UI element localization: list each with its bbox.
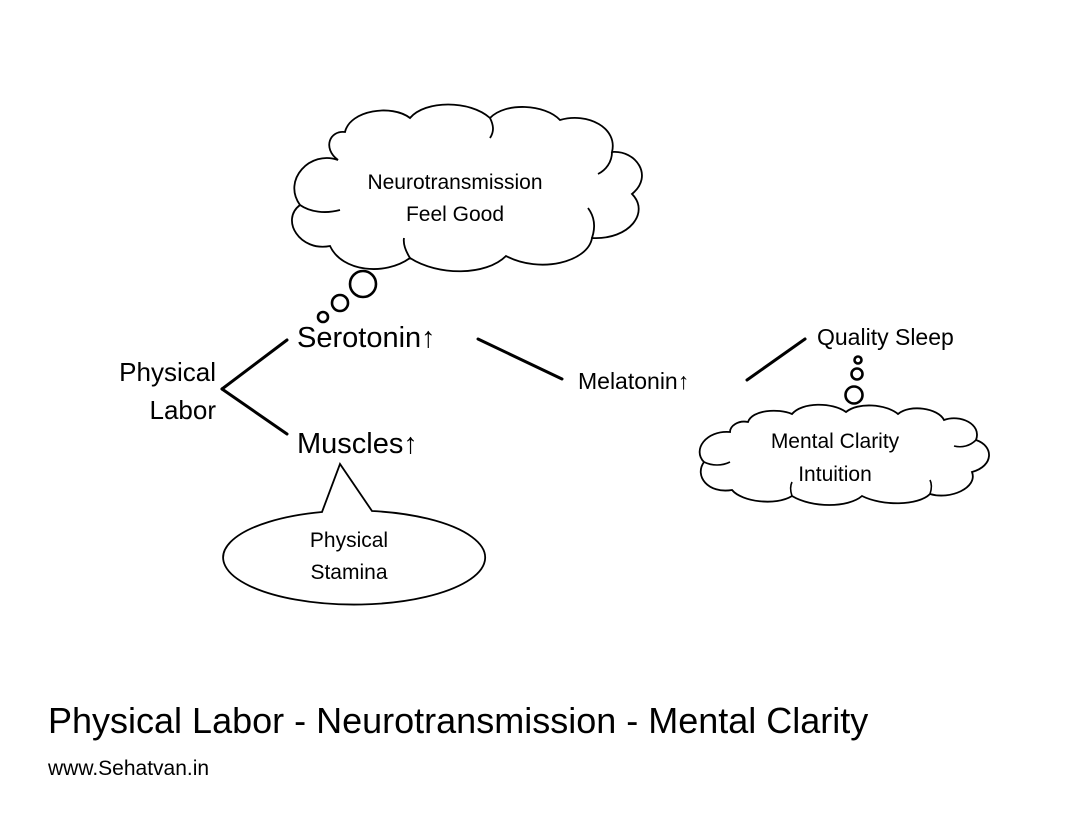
- intuition-label: Intuition: [798, 463, 872, 486]
- feel-good-label: Feel Good: [406, 203, 504, 226]
- sleep-thought-bubbles: [844, 355, 864, 405]
- neurotransmission-cloud: Neurotransmission Feel Good: [291, 103, 643, 273]
- labor-serotonin-link: [220, 338, 289, 391]
- stamina-physical-label: Physical: [310, 529, 388, 552]
- serotonin-melatonin-link: [476, 337, 564, 381]
- quality-sleep-label: Quality Sleep: [817, 324, 954, 350]
- neurotransmission-label: Neurotransmission: [367, 171, 542, 194]
- labor-label: Labor: [150, 395, 217, 425]
- stamina-label: Stamina: [310, 561, 387, 584]
- melatonin-sleep-link: [745, 337, 807, 382]
- serotonin-thought-bubbles: [316, 269, 378, 324]
- mental-clarity-label: Mental Clarity: [771, 430, 900, 453]
- page-title: Physical Labor - Neurotransmission - Men…: [48, 700, 869, 741]
- melatonin-label: Melatonin↑: [578, 368, 689, 394]
- serotonin-label: Serotonin↑: [297, 322, 436, 354]
- connector-lines: [220, 337, 807, 436]
- stamina-speech-bubble: Physical Stamina: [222, 462, 487, 606]
- physical-label: Physical: [119, 357, 216, 387]
- labor-muscles-link: [220, 387, 289, 436]
- website-url: www.Sehatvan.in: [48, 757, 210, 780]
- muscles-label: Muscles↑: [297, 428, 418, 460]
- mental-clarity-cloud: Mental Clarity Intuition: [698, 403, 990, 506]
